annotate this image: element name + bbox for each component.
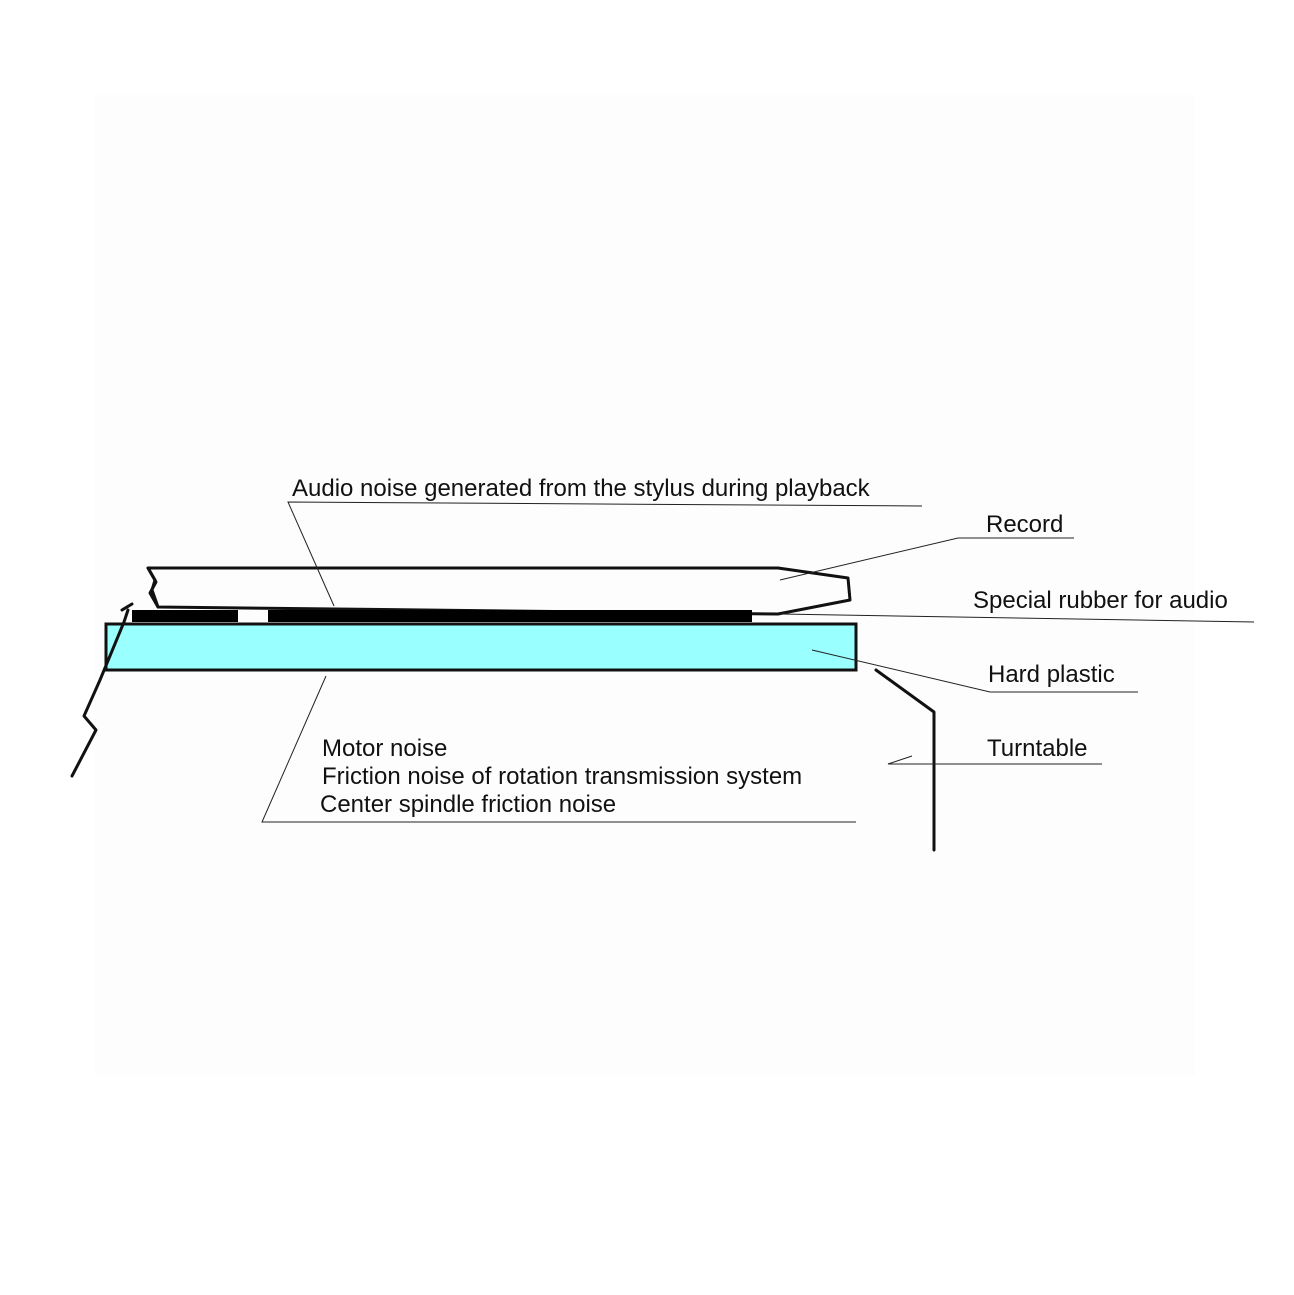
label-motor-noise: Motor noise [322,735,447,762]
label-turntable: Turntable [987,735,1088,762]
label-rubber: Special rubber for audio [973,587,1228,614]
record-break-edge [146,566,160,609]
rubber-strip-left [132,610,238,622]
label-friction-noise: Friction noise of rotation transmission … [322,763,802,790]
leader-stylus-noise [287,501,923,607]
label-hard-plastic: Hard plastic [988,661,1115,688]
background-panel [95,95,1195,1075]
leader-turntable [887,755,1102,765]
rubber-strip-right [268,610,752,622]
turntable-outline-left [70,608,130,778]
hard-plastic-layer [104,622,858,672]
label-record: Record [986,511,1063,538]
label-spindle-noise: Center spindle friction noise [320,791,616,818]
leader-rubber [779,613,1255,623]
leader-hard-plastic [811,649,1138,693]
turntable-edge-tick [120,602,134,612]
label-stylus-noise: Audio noise generated from the stylus du… [292,475,871,502]
leader-record [779,537,1074,581]
turntable-outline-right [874,668,936,852]
leader-motor-noise [261,675,856,823]
